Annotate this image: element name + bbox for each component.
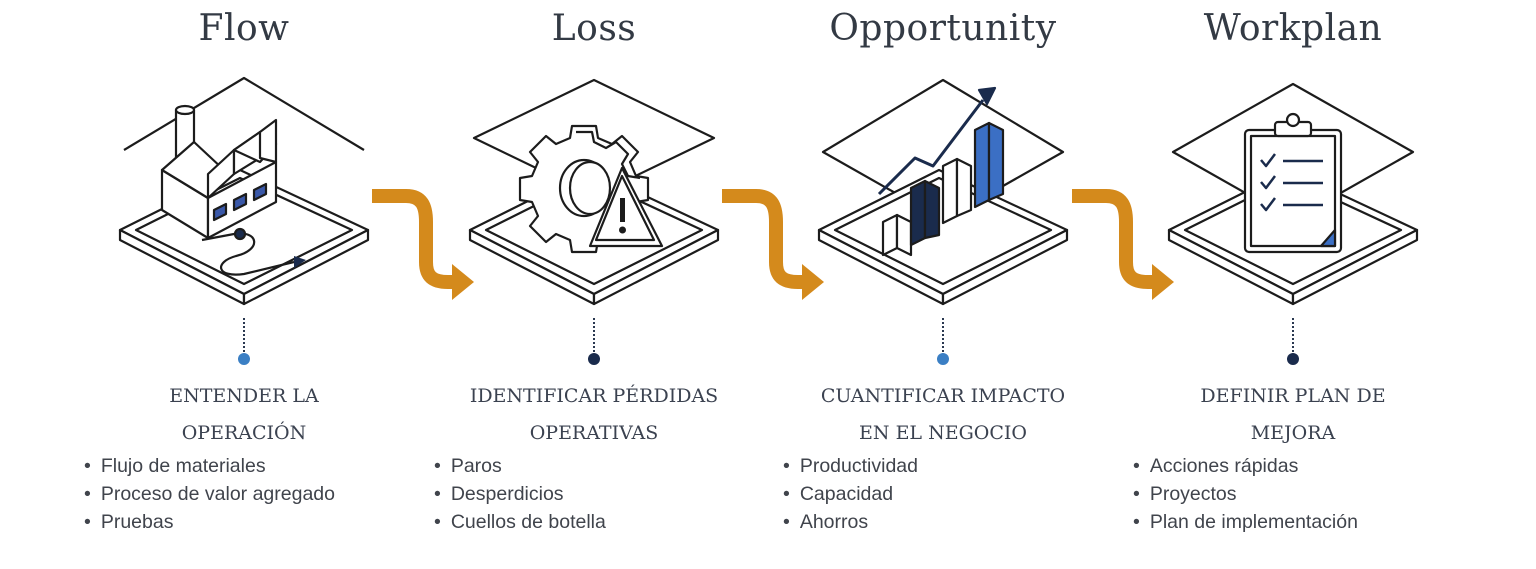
stage-dot: [937, 353, 949, 365]
heading-line: OPERACIÓN: [181, 422, 307, 444]
gear-warning-icon: [468, 78, 720, 306]
list-item: Proceso de valor agregado: [84, 480, 335, 508]
heading-line: MEJORA: [1250, 422, 1336, 444]
list-item: Ahorros: [783, 508, 918, 536]
connector-line: [593, 318, 595, 352]
stage-heading: DEFINIR PLAN DE MEJORA: [1133, 378, 1453, 452]
stage-workplan: Workplan DEFINIR PLAN DE MEJORA: [1133, 0, 1453, 569]
list-item: Paros: [434, 452, 606, 480]
list-item: Proyectos: [1133, 480, 1358, 508]
list-item: Productividad: [783, 452, 918, 480]
stage-bullets: Acciones rápidas Proyectos Plan de imple…: [1133, 452, 1358, 536]
stage-title: Flow: [198, 8, 290, 49]
list-item: Cuellos de botella: [434, 508, 606, 536]
stage-heading: ENTENDER LA OPERACIÓN: [84, 378, 404, 452]
heading-line: DEFINIR PLAN DE: [1200, 385, 1386, 407]
arrow-icon: [722, 189, 824, 300]
stage-opportunity: Opportunity CUANTIFICAR IMPACTO EN EL NE…: [783, 0, 1103, 569]
stage-dot: [1287, 353, 1299, 365]
heading-line: IDENTIFICAR PÉRDIDAS: [469, 385, 719, 407]
heading-line: EN EL NEGOCIO: [859, 422, 1027, 444]
list-item: Pruebas: [84, 508, 335, 536]
list-item: Flujo de materiales: [84, 452, 335, 480]
arrow-icon: [372, 189, 474, 300]
arrow-icon: [1072, 189, 1174, 300]
heading-line: ENTENDER LA: [169, 385, 319, 407]
stage-flow: Flow: [84, 0, 404, 569]
stage-dot: [238, 353, 250, 365]
stage-title: Opportunity: [829, 8, 1057, 49]
stage-bullets: Flujo de materiales Proceso de valor agr…: [84, 452, 335, 536]
stage-heading: IDENTIFICAR PÉRDIDAS OPERATIVAS: [434, 378, 754, 452]
list-item: Desperdicios: [434, 480, 606, 508]
stage-title: Workplan: [1203, 8, 1383, 49]
stage-bullets: Productividad Capacidad Ahorros: [783, 452, 918, 536]
list-item: Capacidad: [783, 480, 918, 508]
stage-title: Loss: [551, 8, 637, 49]
stage-heading: CUANTIFICAR IMPACTO EN EL NEGOCIO: [783, 378, 1103, 452]
list-item: Plan de implementación: [1133, 508, 1358, 536]
connector-line: [243, 318, 245, 352]
heading-line: OPERATIVAS: [529, 422, 659, 444]
connector-line: [1292, 318, 1294, 352]
list-item: Acciones rápidas: [1133, 452, 1358, 480]
connector-line: [942, 318, 944, 352]
stage-bullets: Paros Desperdicios Cuellos de botella: [434, 452, 606, 536]
clipboard-checklist-icon: [1167, 82, 1419, 306]
heading-line: CUANTIFICAR IMPACTO: [820, 385, 1066, 407]
stage-loss: Loss IDENTIFICAR PÉRDIDAS OPERATIVAS: [434, 0, 754, 569]
factory-icon: [118, 76, 370, 306]
stage-dot: [588, 353, 600, 365]
bar-chart-trend-icon: [817, 78, 1069, 306]
